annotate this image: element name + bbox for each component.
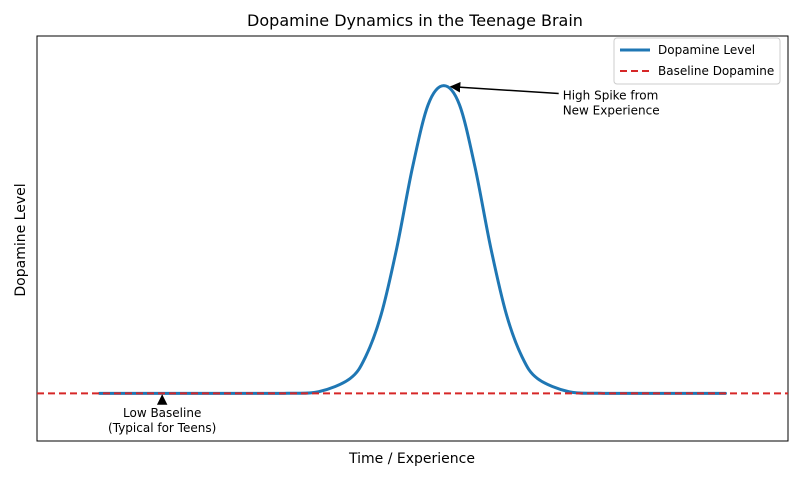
plot-area-frame (36, 35, 789, 442)
x-axis-label: Time / Experience (348, 451, 475, 467)
legend-label-dopamine-level: Dopamine Level (658, 43, 755, 57)
annotation-baseline-text: Low Baseline(Typical for Teens) (108, 406, 216, 435)
legend-label-baseline-dopamine: Baseline Dopamine (658, 64, 774, 78)
legend: Dopamine Level Baseline Dopamine (613, 37, 781, 85)
y-axis-label: Dopamine Level (13, 183, 29, 296)
annotation-spike-arrow (449, 81, 559, 95)
chart-title: Dopamine Dynamics in the Teenage Brain (247, 11, 583, 30)
legend-box (613, 37, 781, 85)
